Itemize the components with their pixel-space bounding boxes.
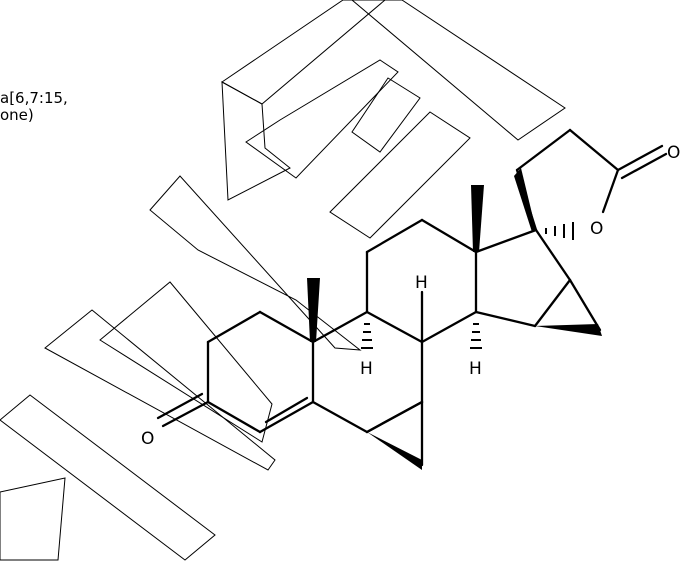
bond [365,218,424,254]
watermark-block-left [221,81,291,201]
compound-name-caption: a[6,7:15, one) [0,90,120,124]
watermark-strip-lower [329,111,471,239]
methyl-wedge-b [471,185,484,252]
bond [161,400,210,428]
bond [258,400,315,434]
cyclopropane-wedge-b [367,432,422,470]
watermark-strip-inner [351,77,421,153]
bond [533,278,572,328]
bond [206,400,262,434]
bond [156,392,204,420]
bond [420,218,478,254]
bond-network [156,128,668,467]
bond [474,310,537,328]
bond [568,128,620,172]
watermark-outlines [0,0,566,561]
atom-label-h-top: H [415,273,428,293]
bond-double-inner [264,396,309,424]
bond [515,128,572,172]
atom-label-h-left: H [360,359,373,379]
bond [616,144,664,172]
bond-double-inner [620,152,668,180]
atom-label-ring-o: O [590,219,603,239]
atom-label-carbonyl-o: O [667,143,680,163]
watermark-letter-diagonal [149,175,362,351]
bond [365,400,424,434]
bond [474,228,538,254]
bond [365,310,424,344]
watermark-strip-mid [245,59,399,179]
bond [311,400,369,434]
atom-label-ketone-o: O [141,429,154,449]
watermark-corner-shape [0,477,66,561]
spiro-wedge [514,168,536,232]
cyclopropane-wedge-d [535,324,602,336]
bond [420,310,478,344]
watermark-bar-bottom [0,394,216,561]
watermark-bar-top [221,0,386,105]
bond [311,310,369,344]
bond [601,168,620,214]
atom-label-h-right: H [469,359,482,379]
hashed-bonds [361,222,574,349]
bond [534,228,572,282]
wedge-bonds [307,168,602,470]
caption-line-2: one) [0,106,34,124]
methyl-wedge-a [307,278,320,342]
bond [568,278,602,332]
watermark-bar-top-right [351,0,566,141]
bond [258,310,315,344]
watermark-chevron [99,281,273,443]
caption-line-1: a[6,7:15, [0,90,68,107]
bond [206,310,262,344]
watermark-bar-left [44,309,276,471]
